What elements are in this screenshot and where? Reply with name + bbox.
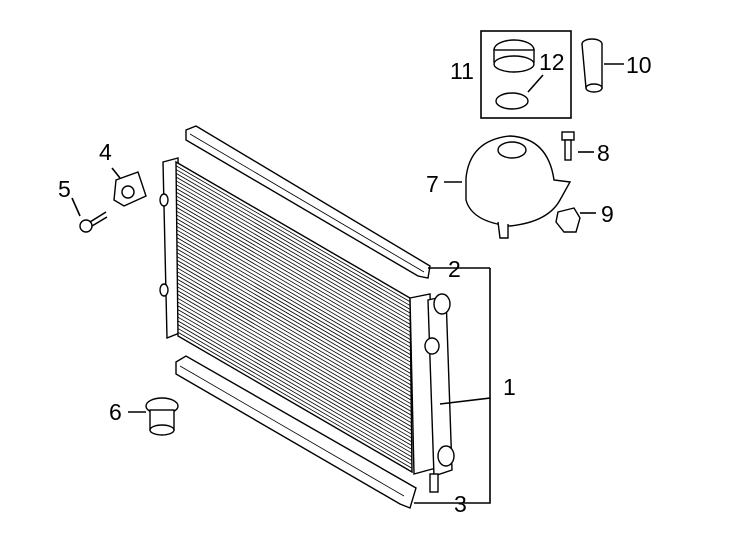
fin-line bbox=[176, 229, 411, 367]
fin-line bbox=[177, 290, 412, 427]
coolant-reservoir bbox=[465, 135, 572, 239]
fin-line bbox=[177, 328, 413, 465]
fin-line bbox=[176, 263, 412, 401]
callout-4: 4 bbox=[99, 139, 112, 165]
fin-line bbox=[177, 320, 413, 458]
reservoir-nut bbox=[555, 207, 581, 233]
fin-line bbox=[177, 278, 412, 416]
fin-line bbox=[176, 195, 411, 333]
fin-line bbox=[177, 275, 412, 412]
mount-bolt bbox=[79, 211, 108, 233]
reservoir-screw bbox=[561, 131, 575, 161]
callout-12: 12 bbox=[539, 49, 565, 75]
fin-line bbox=[176, 222, 411, 359]
fin-line bbox=[175, 165, 411, 303]
fin-line bbox=[176, 188, 411, 325]
callout-9: 9 bbox=[601, 201, 614, 227]
fin-line bbox=[176, 237, 412, 374]
mount-bracket bbox=[113, 171, 147, 207]
drain-plug bbox=[145, 397, 179, 436]
fin-line bbox=[176, 207, 411, 344]
fin-line bbox=[176, 214, 411, 352]
fin-line bbox=[176, 248, 412, 386]
fin-line bbox=[175, 173, 411, 310]
callout-11: 11 bbox=[450, 58, 474, 84]
callout-7: 7 bbox=[426, 171, 439, 197]
callout-6: 6 bbox=[109, 399, 122, 425]
fin-line bbox=[177, 267, 412, 405]
fin-line bbox=[177, 286, 412, 424]
callout-2: 2 bbox=[448, 256, 461, 282]
fin-line bbox=[176, 180, 411, 318]
callout-1: 1 bbox=[503, 374, 516, 400]
callout-3: 3 bbox=[454, 491, 467, 517]
fin-line bbox=[177, 331, 413, 469]
fin-line bbox=[176, 210, 411, 348]
callout-5: 5 bbox=[58, 176, 71, 202]
radiator-fins bbox=[175, 165, 413, 469]
fin-line bbox=[177, 294, 412, 431]
callout-8: 8 bbox=[597, 140, 610, 166]
fin-line bbox=[176, 256, 412, 393]
cap-o-ring bbox=[495, 92, 529, 110]
radiator bbox=[159, 157, 455, 493]
fin-line bbox=[177, 271, 412, 409]
fin-line bbox=[176, 191, 411, 329]
upper-air-seal bbox=[185, 125, 431, 279]
fin-line bbox=[176, 218, 411, 356]
fin-line bbox=[177, 305, 412, 443]
fin-line bbox=[175, 169, 411, 306]
reservoir-cap bbox=[493, 39, 535, 73]
callout-10: 10 bbox=[626, 52, 652, 78]
hose-sleeve bbox=[581, 38, 603, 93]
fin-line bbox=[176, 203, 411, 340]
lower-air-seal bbox=[175, 355, 417, 509]
fin-line bbox=[176, 199, 411, 337]
fin-line bbox=[176, 252, 412, 390]
fin-line bbox=[177, 309, 412, 446]
fin-line bbox=[177, 324, 413, 461]
fin-line bbox=[176, 225, 411, 363]
fin-line bbox=[176, 233, 412, 371]
leader-lines bbox=[71, 63, 624, 504]
fin-line bbox=[176, 184, 411, 322]
fin-line bbox=[175, 176, 411, 314]
fin-line bbox=[177, 316, 412, 454]
fin-line bbox=[176, 241, 412, 378]
fin-line bbox=[177, 282, 412, 420]
cap-kit-box bbox=[480, 30, 572, 119]
fin-line bbox=[176, 244, 412, 382]
fin-line bbox=[177, 312, 412, 450]
fin-line bbox=[177, 301, 412, 439]
fin-line bbox=[177, 297, 412, 435]
fin-line bbox=[176, 260, 412, 397]
